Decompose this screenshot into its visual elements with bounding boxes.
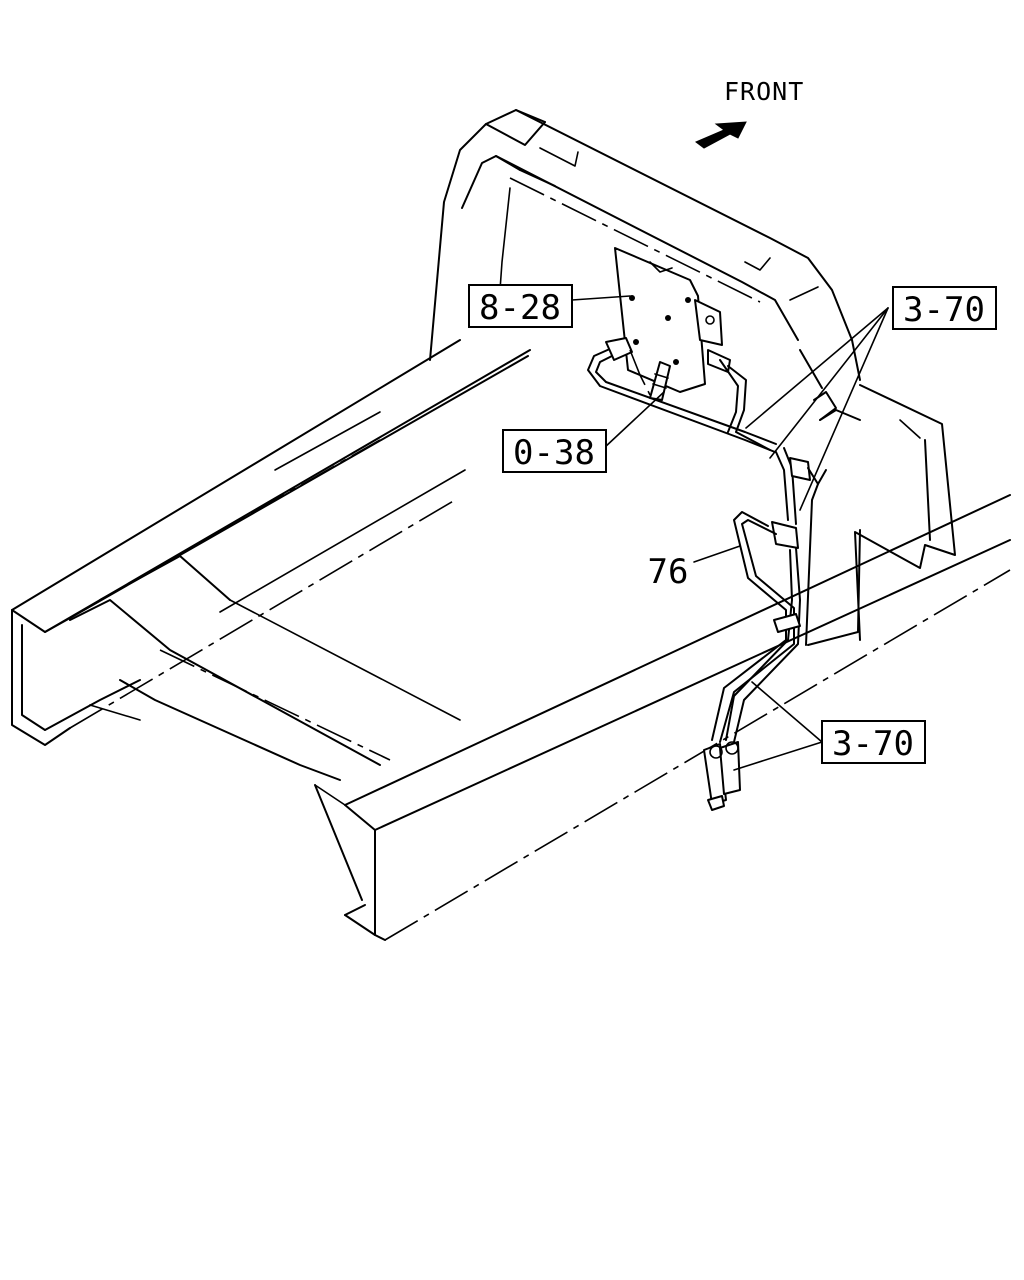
leader-lines [499, 187, 889, 771]
front-label: FRONT [724, 77, 804, 106]
callout-0-38[interactable]: 0-38 [502, 429, 607, 473]
callout-3-70-lower-text: 3-70 [832, 724, 914, 764]
callout-3-70-upper[interactable]: 3-70 [892, 286, 997, 330]
callout-3-70-upper-text: 3-70 [903, 290, 985, 330]
callout-0-38-text: 0-38 [513, 433, 595, 473]
chassis-rails [11, 339, 1011, 941]
callout-3-70-lower[interactable]: 3-70 [821, 720, 926, 764]
front-direction-arrow-icon [695, 121, 747, 149]
valve-bracket [614, 247, 731, 393]
brake-pipes [587, 337, 861, 811]
callout-76-text: 76 [648, 552, 689, 592]
front-orientation: FRONT [695, 77, 804, 149]
callout-8-28-text: 8-28 [479, 288, 561, 328]
callout-76[interactable]: 76 [648, 552, 689, 592]
callout-8-28[interactable]: 8-28 [468, 284, 573, 328]
cross-member [429, 109, 956, 641]
